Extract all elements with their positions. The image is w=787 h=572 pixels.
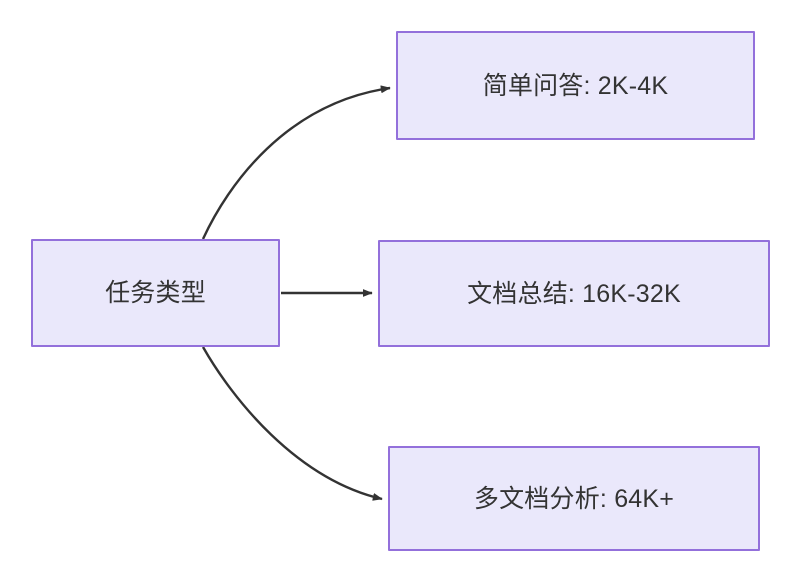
node-multi-document-analysis[interactable]: 多文档分析: 64K+ — [388, 446, 760, 551]
edge-root-to-multi-doc — [201, 346, 383, 501]
node-simple-qa[interactable]: 简单问答: 2K-4K — [396, 31, 755, 140]
edge-root-to-simple-qa — [201, 85, 391, 240]
node-task-type[interactable]: 任务类型 — [31, 239, 280, 347]
node-document-summary-label: 文档总结: 16K-32K — [467, 279, 681, 308]
node-task-type-label: 任务类型 — [105, 279, 206, 307]
node-simple-qa-label: 简单问答: 2K-4K — [482, 71, 669, 100]
node-multi-document-analysis-label: 多文档分析: 64K+ — [473, 484, 675, 513]
node-document-summary[interactable]: 文档总结: 16K-32K — [378, 240, 770, 347]
